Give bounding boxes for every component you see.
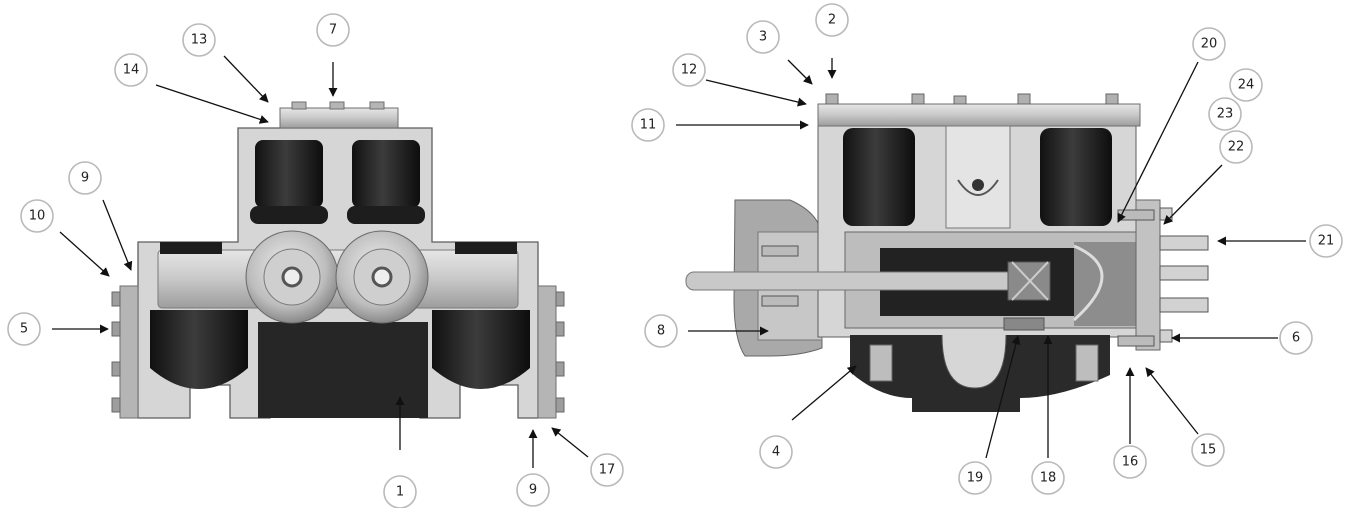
svg-text:4: 4 bbox=[772, 445, 780, 460]
svg-text:3: 3 bbox=[759, 30, 767, 45]
callout-1: 1 bbox=[383, 475, 417, 508]
callout-3: 3 bbox=[746, 20, 780, 54]
callout-20: 20 bbox=[1192, 27, 1226, 61]
callout-10: 10 bbox=[20, 199, 54, 233]
callout-16: 16 bbox=[1113, 445, 1147, 479]
svg-text:12: 12 bbox=[681, 63, 698, 78]
svg-text:1: 1 bbox=[396, 485, 404, 500]
svg-text:18: 18 bbox=[1040, 471, 1057, 486]
svg-text:20: 20 bbox=[1201, 37, 1218, 52]
upper-valve-left bbox=[255, 140, 323, 208]
center-cup bbox=[945, 125, 1011, 229]
lower-valve-left bbox=[150, 310, 248, 389]
callout-19: 19 bbox=[958, 461, 992, 495]
callouts: 1 2 3 4 5 6 7 8 9 9 10 11 12 13 14 15 16… bbox=[7, 3, 1343, 508]
svg-text:15: 15 bbox=[1200, 443, 1217, 458]
bottom-chamber bbox=[258, 322, 428, 418]
spring-left bbox=[843, 128, 915, 226]
svg-text:21: 21 bbox=[1318, 234, 1335, 249]
svg-text:9: 9 bbox=[529, 483, 537, 498]
callout-7: 7 bbox=[316, 13, 350, 47]
callout-23: 23 bbox=[1208, 97, 1242, 131]
piston-rod bbox=[685, 271, 1017, 291]
svg-text:7: 7 bbox=[329, 23, 337, 38]
right-flange bbox=[537, 285, 557, 419]
svg-text:11: 11 bbox=[640, 118, 657, 133]
callout-5: 5 bbox=[7, 312, 41, 346]
callout-15: 15 bbox=[1191, 433, 1225, 467]
svg-text:6: 6 bbox=[1292, 331, 1300, 346]
callout-24: 24 bbox=[1229, 68, 1263, 102]
svg-text:2: 2 bbox=[828, 13, 836, 28]
callout-13: 13 bbox=[182, 23, 216, 57]
svg-text:17: 17 bbox=[599, 463, 616, 478]
leader-lines bbox=[52, 55, 1306, 468]
top-cover bbox=[817, 103, 1141, 127]
side-flange bbox=[1135, 199, 1161, 351]
right-section-view bbox=[685, 93, 1209, 412]
callout-17: 17 bbox=[590, 453, 624, 487]
callout-6: 6 bbox=[1279, 321, 1313, 355]
svg-text:5: 5 bbox=[20, 322, 28, 337]
svg-text:9: 9 bbox=[81, 171, 89, 186]
svg-text:14: 14 bbox=[123, 63, 140, 78]
callout-18: 18 bbox=[1031, 461, 1065, 495]
callout-9-lower: 9 bbox=[516, 473, 550, 507]
svg-text:8: 8 bbox=[657, 324, 665, 339]
callout-9-upper: 9 bbox=[68, 161, 102, 195]
callout-22: 22 bbox=[1219, 130, 1253, 164]
svg-text:22: 22 bbox=[1228, 140, 1245, 155]
callout-21: 21 bbox=[1309, 224, 1343, 258]
callout-4: 4 bbox=[759, 435, 793, 469]
top-plate bbox=[279, 107, 399, 129]
svg-text:13: 13 bbox=[191, 33, 208, 48]
svg-text:19: 19 bbox=[967, 471, 984, 486]
svg-text:24: 24 bbox=[1238, 78, 1255, 93]
callout-14: 14 bbox=[114, 53, 148, 87]
left-section-view bbox=[111, 101, 565, 419]
callout-8: 8 bbox=[644, 314, 678, 348]
callout-12: 12 bbox=[672, 53, 706, 87]
callout-11: 11 bbox=[631, 108, 665, 142]
upper-valve-right bbox=[352, 140, 420, 208]
spring-right bbox=[1040, 128, 1112, 226]
callout-2: 2 bbox=[815, 3, 849, 37]
svg-text:23: 23 bbox=[1217, 107, 1234, 122]
lower-valve-right bbox=[432, 310, 530, 389]
svg-text:16: 16 bbox=[1122, 455, 1139, 470]
piston-head bbox=[1007, 261, 1051, 301]
svg-text:10: 10 bbox=[29, 209, 46, 224]
left-flange bbox=[119, 285, 139, 419]
